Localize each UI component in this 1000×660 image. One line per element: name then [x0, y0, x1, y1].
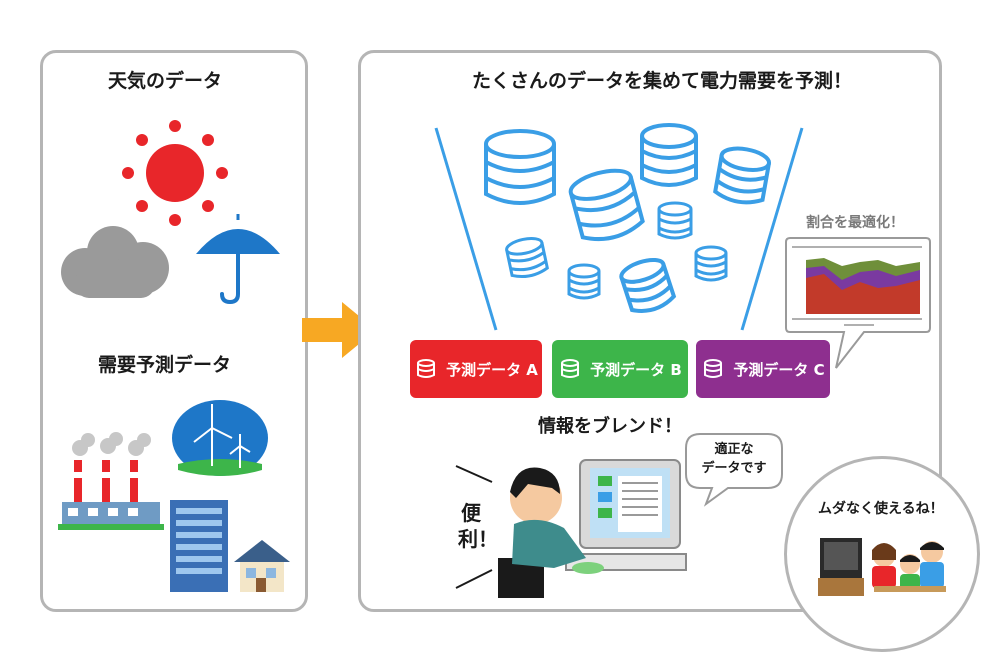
optimize-label: 割合を最適化！ [806, 215, 904, 231]
speech-bubble-shape [685, 433, 783, 507]
database-icon [640, 123, 698, 187]
database-icon [561, 359, 580, 378]
database-icon [619, 257, 677, 313]
flow-arrow [302, 302, 376, 358]
forecast-data-b-button[interactable]: 予測データ B [552, 340, 688, 398]
funnel-lines [434, 127, 804, 331]
speech-line-1: 適正な [714, 442, 754, 457]
chart-speech-bubble [785, 237, 931, 369]
forecast-data-a-button[interactable]: 予測データ A [410, 340, 542, 398]
wind-turbine-icon [172, 400, 268, 476]
forecast-data-b-label: 予測データ B [590, 360, 682, 379]
office-building-icon [170, 500, 228, 592]
forecast-data-a-label: 予測データ A [446, 360, 538, 379]
main-forecast-title: たくさんのデータを集めて電力需要を予測！ [472, 70, 853, 92]
database-icon [704, 359, 723, 378]
factory-icon [58, 432, 164, 530]
database-icon [417, 359, 436, 378]
house-icon [234, 540, 290, 592]
speech-bubble-text: 適正な データです [692, 440, 776, 478]
circle-label: ムダなく使えるね！ [818, 501, 944, 517]
database-icon [694, 245, 728, 282]
database-icon [567, 263, 601, 300]
person-at-computer-illustration [498, 459, 687, 598]
weather-data-title: 天気のデータ [108, 70, 223, 92]
area-chart-thumbnail [792, 246, 922, 326]
forecast-data-c-label: 予測データ C [733, 360, 825, 379]
demand-forecast-title: 需要予測データ [98, 354, 232, 376]
forecast-data-c-button[interactable]: 予測データ C [696, 340, 830, 398]
umbrella-icon [196, 214, 280, 305]
convenient-label: 便利！ [458, 501, 498, 551]
database-icon [484, 129, 556, 205]
database-icon [505, 236, 549, 279]
speech-line-2: データです [701, 461, 767, 476]
sun-icon [122, 120, 228, 226]
family-tv-illustration [818, 538, 946, 596]
cloud-icon [61, 226, 169, 298]
database-icon [657, 201, 693, 240]
emphasis-lines [455, 465, 493, 589]
database-icon [713, 146, 771, 205]
database-icon [568, 168, 645, 242]
blend-label: 情報をブレンド！ [538, 416, 682, 437]
